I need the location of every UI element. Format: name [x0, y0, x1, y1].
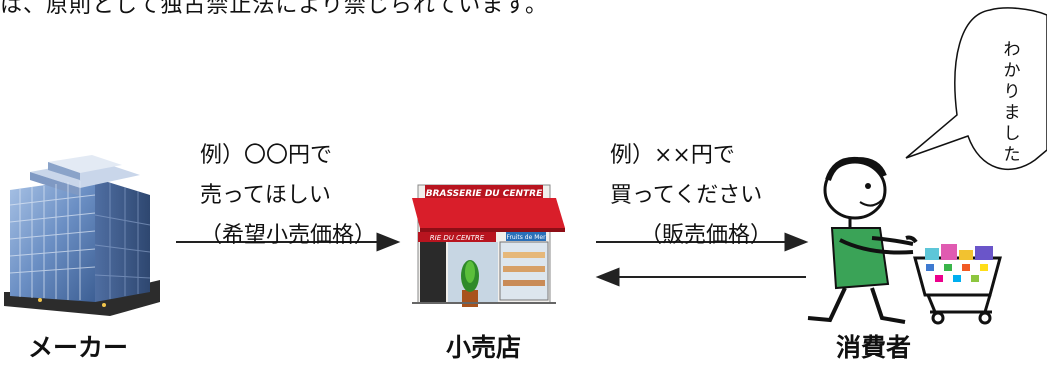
speech-bubble: [905, 7, 1047, 170]
storefront-icon: [412, 184, 565, 307]
store-side-sign-text: Fruits de Mer: [506, 234, 546, 241]
edge-label-line: （希望小売価格）: [200, 223, 377, 248]
edge-label-line: （販売価格）: [640, 223, 773, 248]
bubble-char: ま: [1003, 103, 1021, 123]
edge-label-suggested-price: 例）〇〇円で 売ってほしい （希望小売価格）: [200, 136, 376, 256]
edge-label-line: 例）××円で: [610, 143, 735, 168]
node-label-retailer: 小売店: [446, 333, 522, 362]
shopper-with-cart-icon: [807, 156, 1002, 325]
edge-label-line: 例）〇〇円で: [200, 143, 333, 168]
edge-label-selling-price: 例）××円で 買ってください （販売価格）: [610, 136, 772, 256]
store-window-text: RIE DU CENTRE: [430, 234, 485, 242]
bubble-char: か: [1003, 61, 1021, 81]
node-label-maker: メーカー: [28, 333, 129, 362]
bubble-char: し: [1003, 124, 1021, 144]
bubble-char: り: [1003, 82, 1021, 102]
edge-label-line: 買ってください: [610, 183, 763, 208]
store-awning-text: BRASSERIE DU CENTRE: [426, 189, 543, 199]
edge-label-line: 売ってほしい: [200, 183, 331, 208]
bubble-char: わ: [1003, 40, 1021, 60]
node-label-consumer: 消費者: [836, 333, 912, 362]
bubble-char: た: [1003, 145, 1021, 165]
office-building-icon: [4, 155, 160, 316]
speech-bubble-text: わ か り ま し た: [1000, 40, 1024, 166]
top-text-line: は、原則として独占禁止法により禁じられています。: [0, 0, 549, 18]
